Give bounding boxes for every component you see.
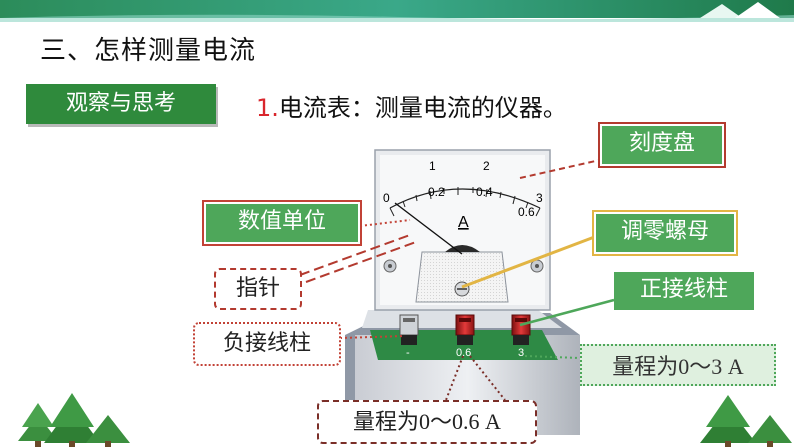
scale-bottom-06: 0.6 bbox=[518, 205, 535, 219]
callout-range-3: 量程为0～3 A bbox=[580, 344, 776, 386]
callout-pointer: 指针 bbox=[214, 268, 302, 310]
observe-think-badge: 观察与思考 bbox=[26, 84, 216, 124]
pointer-needle bbox=[394, 202, 463, 255]
callout-unit: 数值单位 bbox=[206, 204, 358, 242]
dial-scale bbox=[389, 187, 541, 217]
slide-title: 三、怎样测量电流 bbox=[40, 36, 257, 66]
tree-icon bbox=[18, 403, 58, 447]
terminal-negative-icon bbox=[399, 314, 419, 345]
heading-ammeter: 1.电流表：测量电流的仪器。 bbox=[256, 88, 567, 123]
unit-label: A bbox=[458, 214, 469, 231]
tree-icon bbox=[86, 415, 130, 447]
snow-mountains-icon bbox=[700, 2, 780, 18]
heading-text: 电流表：测量电流的仪器。 bbox=[278, 94, 567, 122]
scale-bottom-04: 0.4 bbox=[476, 185, 493, 199]
tree-icon bbox=[44, 393, 100, 447]
terminal-label-3: 3 bbox=[518, 347, 524, 359]
terminal-3-icon bbox=[511, 314, 531, 345]
callout-negative-terminal: 负接线柱 bbox=[193, 322, 341, 366]
callout-zero-adjust: 调零螺母 bbox=[596, 214, 734, 252]
scale-top-1: 1 bbox=[429, 159, 436, 173]
callout-positive-terminal: 正接线柱 bbox=[614, 272, 754, 310]
terminal-label-06: 0.6 bbox=[456, 347, 471, 359]
scale-top-3: 3 bbox=[536, 191, 543, 205]
scale-top-2: 2 bbox=[483, 159, 490, 173]
tree-icon bbox=[700, 395, 756, 447]
terminal-06-icon bbox=[455, 314, 475, 345]
top-decor-band bbox=[0, 0, 794, 22]
heading-number: 1. bbox=[256, 94, 279, 122]
tree-icon bbox=[748, 415, 792, 447]
scale-top-0: 0 bbox=[383, 191, 390, 205]
terminal-label-negative: - bbox=[406, 347, 410, 359]
callout-dial: 刻度盘 bbox=[602, 126, 722, 164]
scale-bottom-02: 0.2 bbox=[428, 185, 445, 199]
callout-range-06: 量程为0～0.6 A bbox=[317, 400, 537, 444]
